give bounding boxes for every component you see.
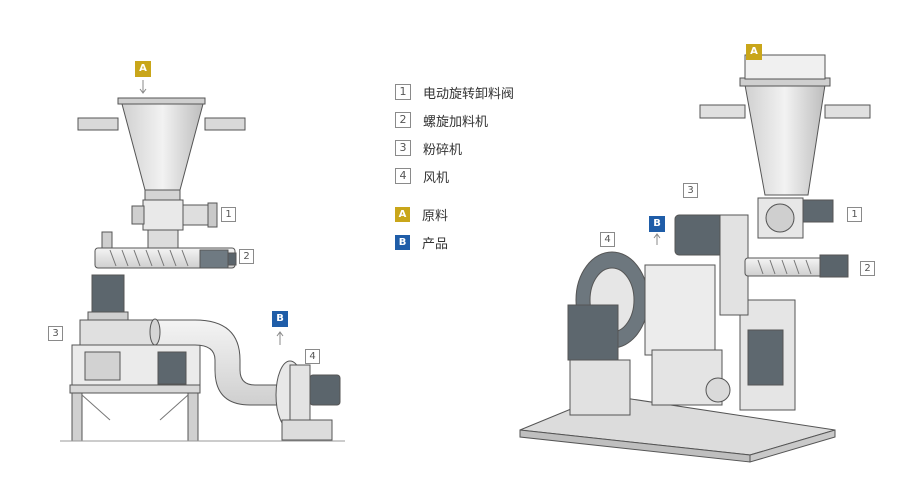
- legend-number: 2: [395, 112, 411, 128]
- tag-2-left: 2: [239, 249, 254, 264]
- tag-2-right: 2: [860, 261, 875, 276]
- tag-3-right: 3: [683, 183, 698, 198]
- marker-a-left: A: [135, 61, 151, 77]
- legend-number: 3: [395, 140, 411, 156]
- right-machine: [519, 54, 871, 463]
- marker-b-left: B: [272, 311, 288, 327]
- legend-item-2: 2 螺旋加料机: [395, 106, 595, 134]
- legend-label: 螺旋加料机: [423, 114, 489, 130]
- tag-4-right: 4: [600, 232, 615, 247]
- legend-marker-b: B 产品: [395, 228, 595, 256]
- legend-label: 粉碎机: [423, 142, 463, 158]
- legend-item-4: 4 风机: [395, 162, 595, 190]
- marker-b-right: B: [649, 216, 665, 232]
- marker-badge-a: A: [395, 206, 410, 222]
- legend-marker-a: A 原料: [395, 200, 595, 228]
- tag-1-right: 1: [847, 207, 862, 222]
- legend: 1 电动旋转卸料阀 2 螺旋加料机 3 粉碎机 4 风机 A 原料 B 产品: [395, 78, 595, 256]
- marker-badge-b: B: [395, 234, 410, 250]
- legend-number: 4: [395, 168, 411, 184]
- marker-a-right: A: [746, 44, 762, 60]
- tag-3-left: 3: [48, 326, 63, 341]
- tag-1-left: 1: [221, 207, 236, 222]
- marker-label-a: 原料: [422, 208, 449, 224]
- legend-item-1: 1 电动旋转卸料阀: [395, 78, 595, 106]
- legend-label: 电动旋转卸料阀: [423, 86, 515, 102]
- marker-label-b: 产品: [422, 236, 449, 252]
- tag-4-left: 4: [305, 349, 320, 364]
- legend-item-3: 3 粉碎机: [395, 134, 595, 162]
- legend-number: 1: [395, 84, 411, 100]
- left-machine: [60, 97, 345, 442]
- legend-label: 风机: [423, 170, 450, 186]
